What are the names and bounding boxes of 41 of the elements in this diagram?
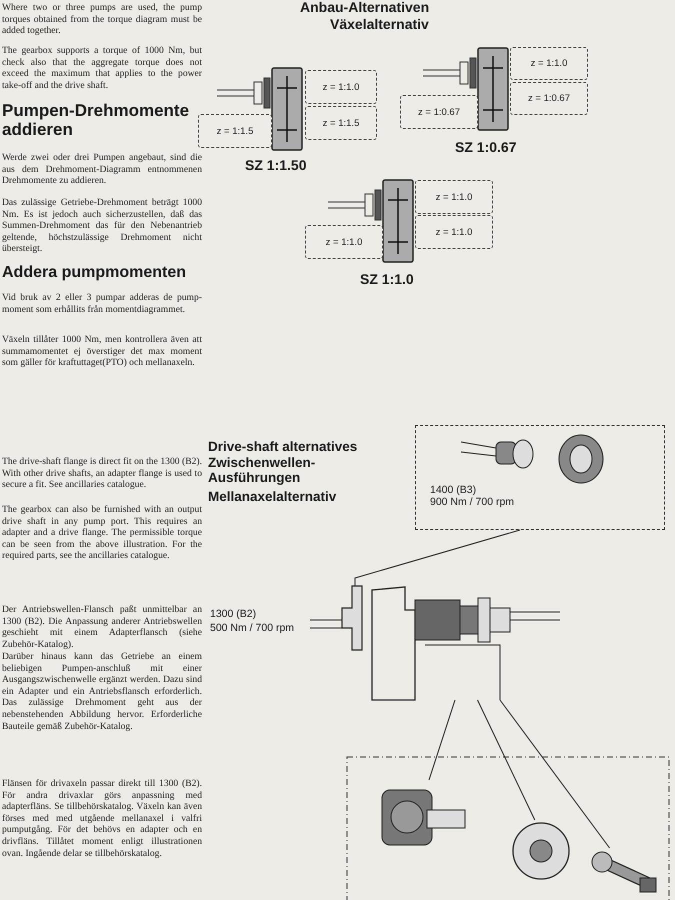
heading: Växelalternativ [330, 17, 429, 32]
leader-line [354, 530, 520, 586]
paragraph: Der Antriebswellen-Flansch paßt unmittelbar an 1300 (B2). Die Anpassung anderer Antriebswellen geschieht mit einem Adapterflansch (siehe Zubehör-Katalog). [2, 604, 202, 650]
heading: Addera pumpmomenten [2, 264, 186, 282]
heading: Pumpen-Drehmomente addieren [2, 102, 190, 140]
paragraph: Werde zwei oder drei Pumpen angebaut, sind die aus dem Drehmoment-Diagramm entnommenen Drehmomente zu addieren. [2, 152, 202, 187]
pump-outline: z = 1:0.67 [400, 95, 478, 129]
leader-line [428, 700, 456, 780]
paragraph: Das zulässige Getriebe-Drehmoment beträgt 1000 Nm. Es ist jedoch auch sicherzustellen, daß das Summen-Drehmoment das für den Nebenantrieb geltende, höchstzulässige Drehmoment nicht übersteigt. [2, 197, 202, 255]
pump-outline: z = 1:1.0 [415, 180, 493, 214]
paragraph: Växeln tillåter 1000 Nm, men kontrollera även att summamomentet ej överstiger det max moment som gäller för kraftuttaget(PTO) och mellanaxeln. [2, 334, 202, 369]
paragraph: Vid bruk av 2 eller 3 pumpar adderas de pump-moment som erhållits från momentdiagrammet. [2, 292, 202, 316]
pump-outline: z = 1:1.0 [305, 225, 383, 259]
pump-outline: z = 1:1.0 [305, 70, 377, 104]
paragraph: Where two or three pumps are used, the pump torques obtained from the torque diagram must be added together. [2, 2, 202, 37]
spec-text: 500 Nm / 700 rpm [210, 622, 294, 634]
paragraph: The gearbox can also be furnished with an output drive shaft in any pump port. This requires an adapter and a drive flange. The permissible torque can be seen from the above illustration. For the required parts, see the ancillaries catalogue. [2, 504, 202, 562]
detail-panel [415, 425, 665, 530]
paragraph: The gearbox supports a torque of 1000 Nm, but check also that the aggregate torque does not exceed the maximum that applies to the power take-off and the drive shaft. [2, 45, 202, 92]
part-drawing [510, 820, 572, 882]
pump-outline: z = 1:1.0 [415, 215, 493, 249]
pump-outline: z = 1:0.67 [510, 82, 588, 115]
paragraph: The drive-shaft flange is direct fit on the 1300 (B2). With other drive shafts, an adapter flange is used to secure a fit. See ancillaries catalogue. [2, 456, 202, 491]
diagram-caption: SZ 1:1.50 [245, 158, 306, 174]
leader-line [477, 700, 536, 820]
paragraph: Darüber hinaus kann das Getriebe an einem beliebigen Pumpen-anschluß mit einer Ausgangszwischenwelle ergänzt werden. Dazu sind ein Adapter und ein Antriebsflansch erforderlich. Das zulässige Drehmoment geht aus der nebenstehenden Abbildung hervor. Erforderliche Bauteile gemäß Zubehör-Katalog. [2, 651, 202, 732]
pump-outline: z = 1:1.5 [198, 114, 272, 148]
heading: Drive-shaft alternatives [208, 440, 358, 455]
heading: Zwischenwellen-Ausführungen [208, 456, 316, 486]
spec-text: 900 Nm / 700 rpm [430, 496, 514, 508]
paragraph: Flänsen för drivaxeln passar direkt till 1300 (B2). För andra drivaxlar görs anpassning med adapterfläns. Se tillbehörskatalog. Växeln kan även förses med med utgående mellanaxel i valfri pumputgång. För det behövs en adapter och en drivfläns. Tillåtet moment enligt illustrationen ovan. Ingående delar se tillbehörskatalog. [2, 778, 202, 860]
spec-text: 1400 (B3) [430, 484, 478, 496]
leader-line [500, 700, 610, 848]
part-drawing [310, 586, 560, 700]
diagram-caption: SZ 1:0.67 [455, 140, 516, 156]
heading: Anbau-Alternativen [300, 0, 430, 16]
spec-text: 1300 (B2) [210, 608, 256, 620]
pump-outline: z = 1:1.5 [305, 106, 377, 140]
pump-outline: z = 1:1.0 [510, 47, 588, 80]
heading: Mellanaxelalternativ [208, 490, 336, 505]
diagram-caption: SZ 1:1.0 [360, 272, 414, 288]
